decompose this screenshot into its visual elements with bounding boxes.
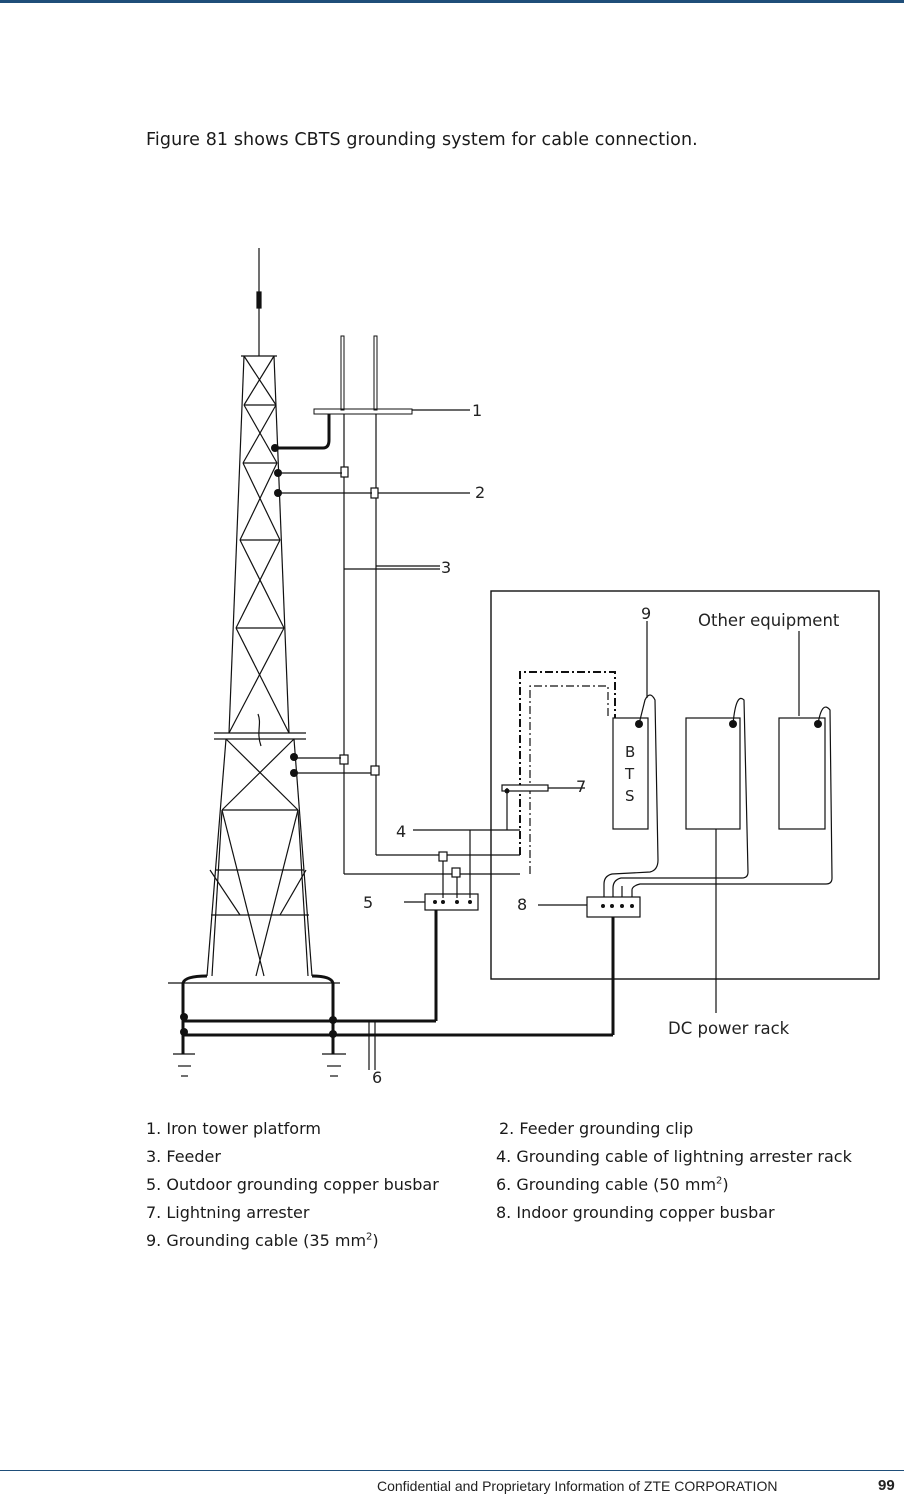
intro-text: Figure 81 shows CBTS grounding system fo… <box>146 130 698 150</box>
earth-symbols <box>173 1021 376 1077</box>
grounding-diagram: 1 2 3 4 5 6 7 8 9 B T S Other equipment … <box>168 248 880 1087</box>
bts-letter-s: S <box>625 787 635 805</box>
top-rule <box>0 0 904 3</box>
callout-5: 5 <box>363 893 373 912</box>
callout-labels: 1 2 3 4 5 6 7 8 9 B T S Other equipment … <box>363 401 840 1087</box>
legend-item-4: 4. Grounding cable of lightning arrester… <box>496 1147 852 1166</box>
iron-tower <box>168 248 340 990</box>
callout-8: 8 <box>517 895 527 914</box>
ground-nodes <box>180 444 337 1038</box>
grounding-cables <box>181 414 615 1054</box>
footer-text: Confidential and Proprietary Information… <box>377 1478 778 1494</box>
outdoor-busbar <box>404 829 520 911</box>
legend-item-1: 1. Iron tower platform <box>146 1119 321 1138</box>
legend-item-7: 7. Lightning arrester <box>146 1203 310 1222</box>
page-number: 99 <box>878 1477 895 1494</box>
callout-4: 4 <box>396 822 406 841</box>
bts-letter-b: B <box>625 743 635 761</box>
feeder-lines <box>313 335 520 878</box>
legend-item-8: 8. Indoor grounding copper busbar <box>496 1203 775 1222</box>
other-equipment-label: Other equipment <box>698 611 840 630</box>
bts-letter-t: T <box>624 765 635 783</box>
legend-item-9: 9. Grounding cable (35 mm2) <box>146 1231 379 1250</box>
dc-power-rack-label: DC power rack <box>668 1019 790 1038</box>
callout-2: 2 <box>475 483 485 502</box>
callout-3: 3 <box>441 558 451 577</box>
legend-item-6: 6. Grounding cable (50 mm2) <box>496 1175 729 1194</box>
callout-6: 6 <box>372 1068 382 1087</box>
footer-rule <box>0 1470 904 1471</box>
equipment-room <box>490 590 880 1013</box>
legend-item-3: 3. Feeder <box>146 1147 221 1166</box>
callout-7: 7 <box>576 777 586 796</box>
callout-9: 9 <box>641 604 651 623</box>
callout-1: 1 <box>472 401 482 420</box>
legend-item-2: 2. Feeder grounding clip <box>499 1119 694 1138</box>
legend-item-5: 5. Outdoor grounding copper busbar <box>146 1175 439 1194</box>
